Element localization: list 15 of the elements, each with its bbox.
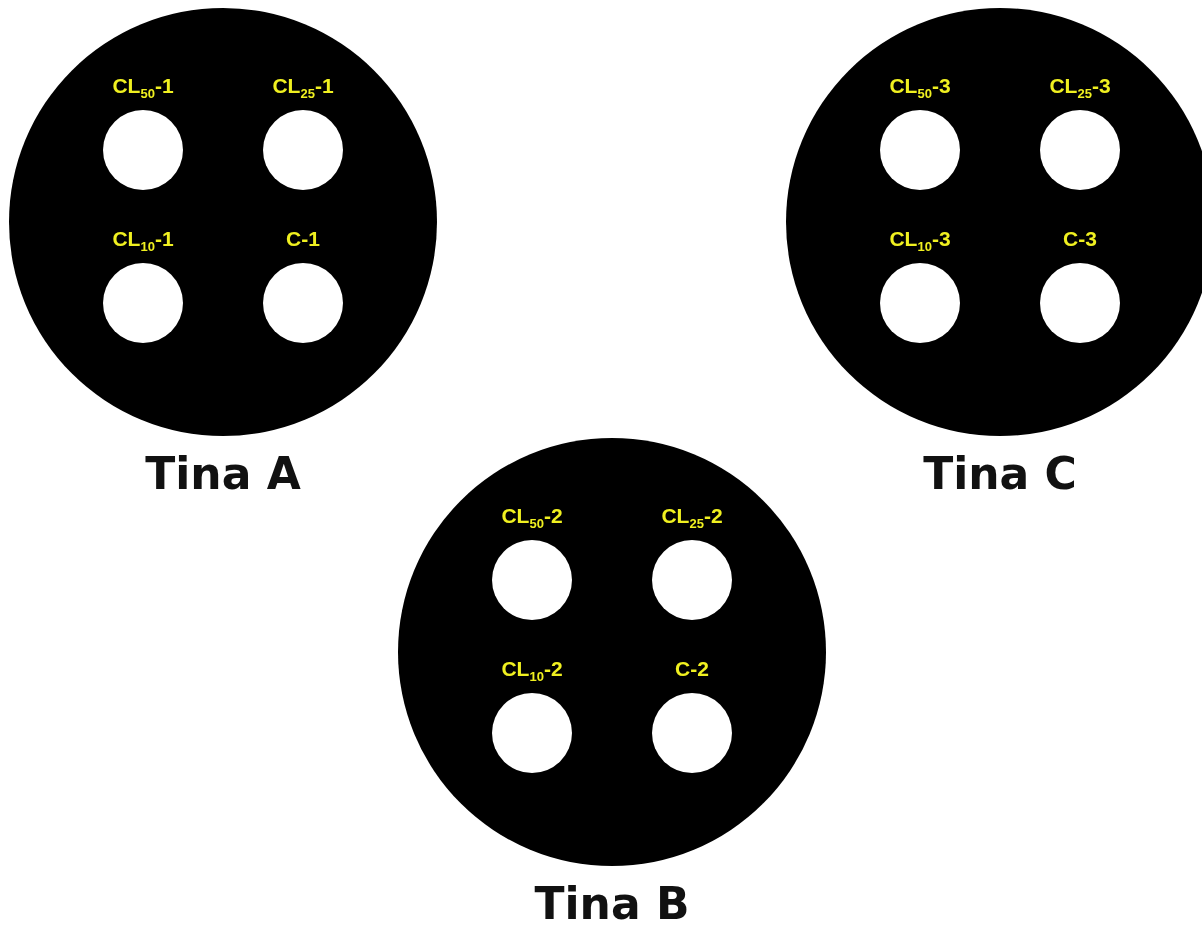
sample-label: CL$_{50}$-3 [888,74,952,102]
sample-label: CL$_{10}$-1 [111,227,175,255]
sample-label: C-1 [285,227,321,251]
sample-label: C-2 [674,657,710,681]
sample-label: CL$_{10}$-3 [888,227,952,255]
sample-label: CL$_{50}$-1 [111,74,175,102]
sample-label: C-3 [1062,227,1098,251]
sample-label: CL$_{25}$-2 [660,504,724,532]
sample-label: CL$_{25}$-1 [271,74,335,102]
sample-label: CL$_{10}$-2 [500,657,564,685]
sample-label: CL$_{50}$-2 [500,504,564,532]
tank-label: Tina A [144,448,302,499]
tank-label: Tina C [922,448,1078,499]
tank-label: Tina B [533,878,691,929]
sample-label: CL$_{25}$-3 [1048,74,1112,102]
